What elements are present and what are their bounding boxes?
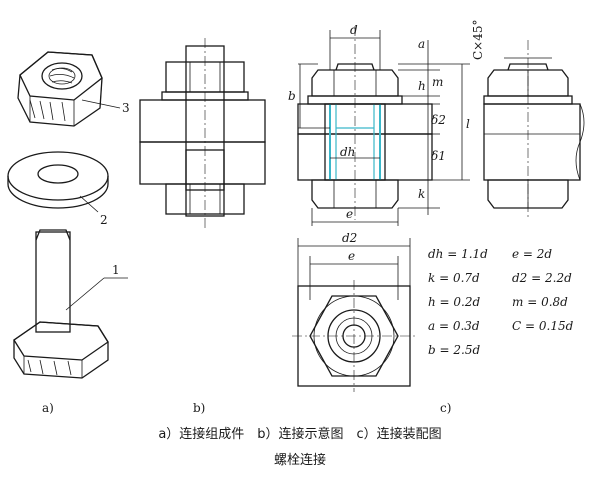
panel-a-components: 3 2 1 a) [7, 51, 130, 415]
washer-illustration [7, 151, 109, 209]
assembly-side-view: C×45° [471, 19, 585, 220]
washer-leader [79, 195, 99, 213]
nut-leader [81, 99, 121, 109]
nut-illustration [17, 51, 103, 127]
dim-delta1: δ1 [431, 149, 446, 163]
dim-a: a [418, 37, 425, 51]
dim-dh: dh [340, 145, 355, 159]
panel-a-label: a) [42, 401, 54, 415]
dim-l: l [466, 117, 470, 131]
figure-title: 螺栓连接 [274, 452, 326, 468]
nut-label: 3 [122, 101, 130, 115]
panel-c-assembly: d dh b [288, 19, 585, 415]
formula-right-2: m = 0.8d [512, 295, 568, 309]
formula-left-0: dh = 1.1d [428, 247, 488, 261]
dim-d: d [350, 23, 358, 37]
figure-caption-parts: a）连接组成件 b）连接示意图 c）连接装配图 [158, 426, 441, 442]
dim-b: b [288, 89, 296, 103]
bolt-illustration [13, 229, 109, 379]
lower-plate [139, 141, 266, 185]
assembly-upper-plate [297, 103, 433, 135]
dim-m: m [432, 75, 443, 89]
panel-b-label: b) [193, 401, 205, 415]
formula-right-0: e = 2d [512, 247, 552, 261]
panel-b-schematic: b) [139, 38, 266, 415]
dim-chamfer: C×45° [471, 19, 485, 60]
dim-e-plan: e [348, 249, 355, 263]
dim-delta2: δ2 [431, 113, 446, 127]
formula-right-3: C = 0.15d [512, 319, 574, 333]
formula-left-4: b = 2.5d [428, 343, 480, 357]
panel-c-label: c) [440, 401, 451, 415]
assembly-bolt-head [311, 179, 399, 209]
bolt-leader [65, 277, 105, 311]
assembly-lower-plate [297, 133, 433, 181]
formula-table: dh = 1.1d e = 2d k = 0.7d d2 = 2.2d h = … [428, 247, 574, 357]
dim-e: e [346, 207, 353, 221]
washer-label: 2 [100, 213, 108, 227]
formula-left-1: k = 0.7d [428, 271, 480, 285]
dim-h: h [418, 79, 426, 93]
upper-plate [139, 99, 266, 143]
formula-left-2: h = 0.2d [428, 295, 480, 309]
formula-left-3: a = 0.3d [428, 319, 480, 333]
dim-k: k [418, 187, 425, 201]
assembly-plan-view: d2 e [292, 231, 416, 392]
formula-right-1: d2 = 2.2d [512, 271, 572, 285]
bolt-label: 1 [112, 263, 120, 277]
dim-d2: d2 [342, 231, 357, 245]
